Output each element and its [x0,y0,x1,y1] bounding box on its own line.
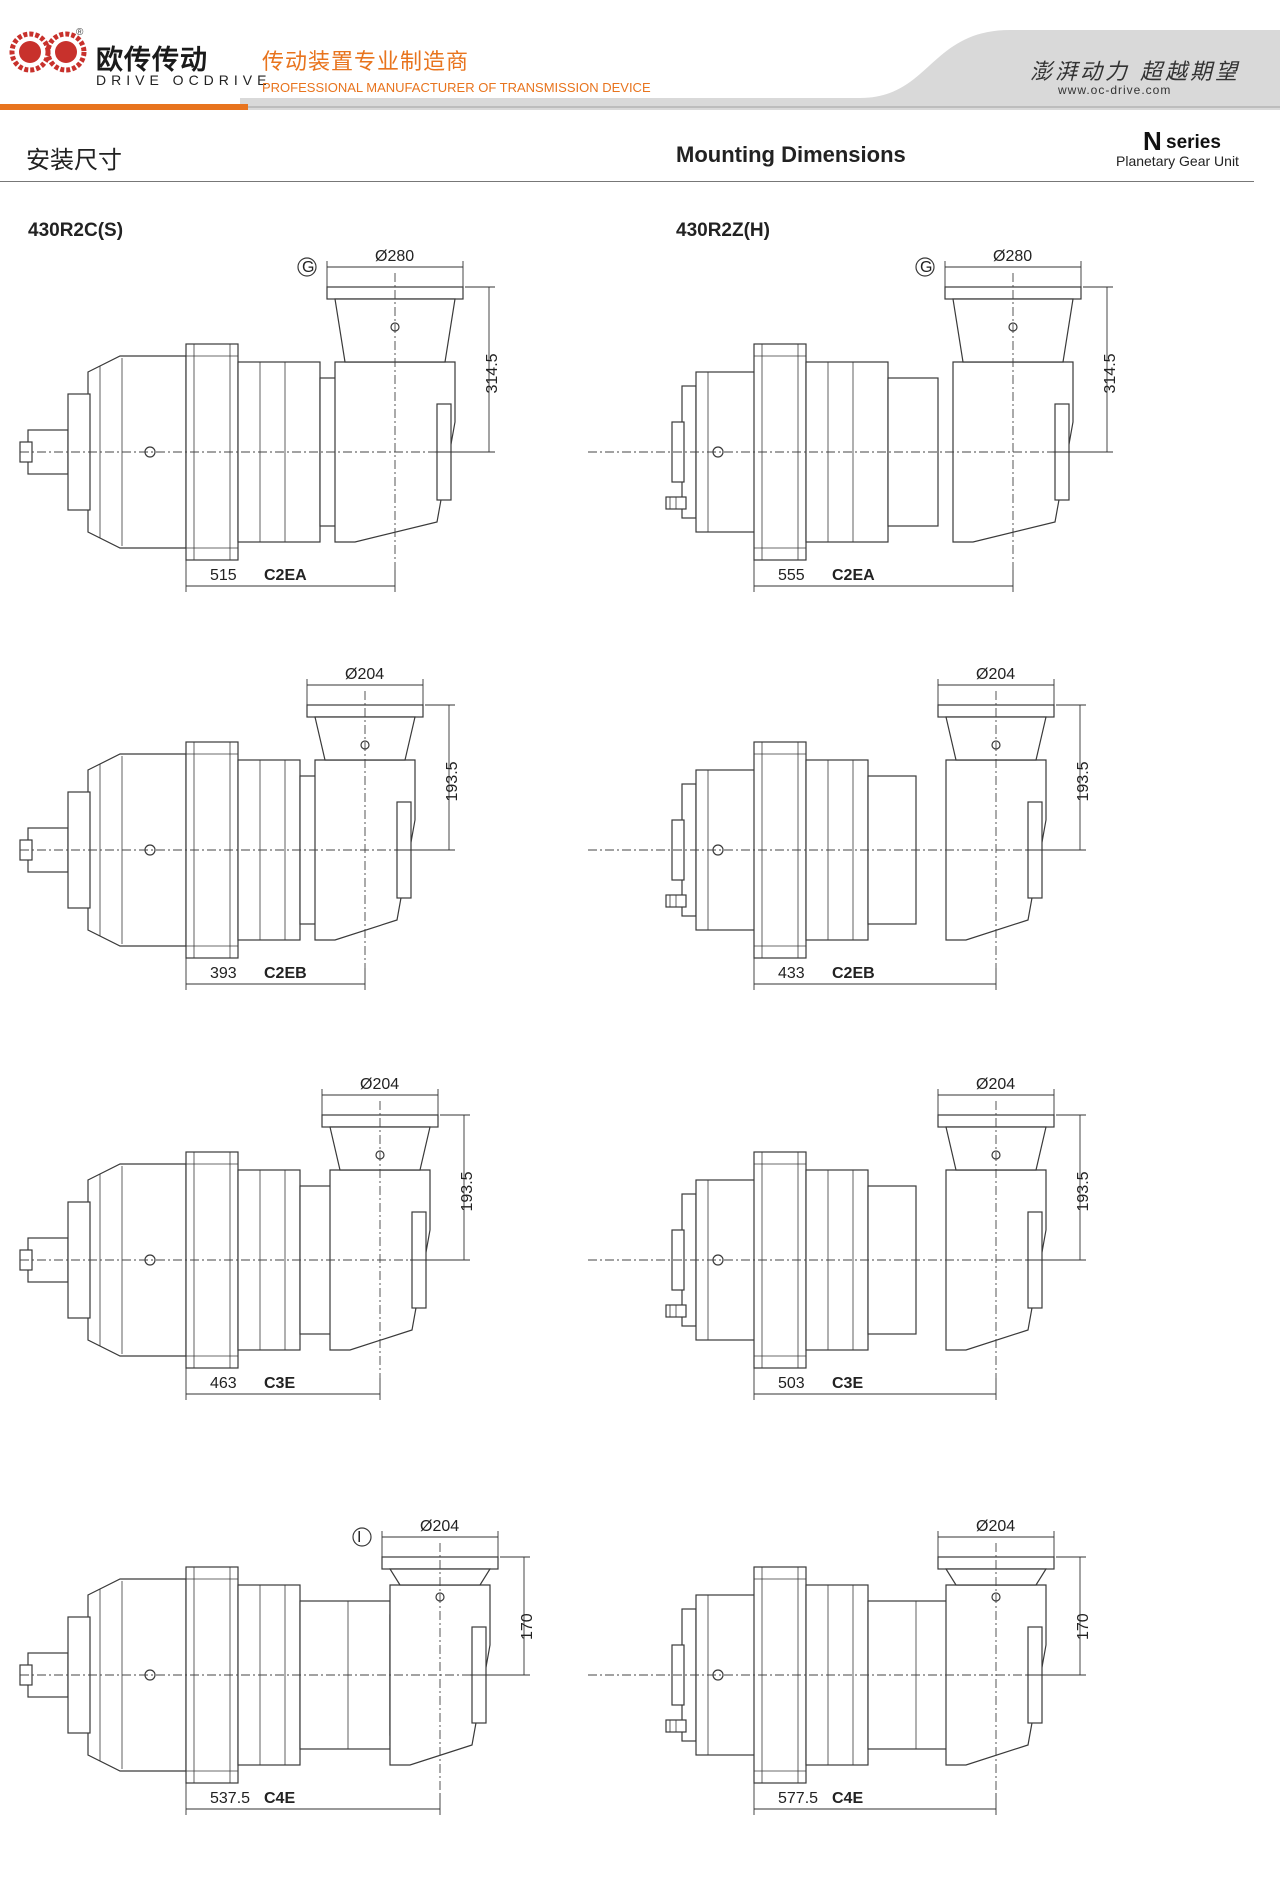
dimension-diameter: Ø204 [976,1076,1015,1093]
dimension-length: 393 [210,965,237,982]
drawing-c2eb-right: Ø204 193.5 433 C2EB [588,666,1092,990]
series-word: series [1166,132,1221,153]
dimension-height: 193.5 [1075,761,1092,801]
dimension-length: 503 [778,1375,805,1392]
page-header: ® 欧传传动 DRIVE OCDRIVE 传动装置专业制造商 PROFESSIO… [0,0,1280,110]
variant-code: C3E [832,1375,863,1392]
dimension-height: 170 [519,1613,536,1640]
tagline-en: PROFESSIONAL MANUFACTURER OF TRANSMISSIO… [262,80,651,95]
input-housing [87,1163,187,1357]
section-title-cn: 安装尺寸 [26,146,122,174]
tagline-cn: 传动装置专业制造商 [262,50,470,75]
dimension-height: 193.5 [444,761,461,801]
variant-code: C4E [264,1790,295,1807]
dimension-length: 577.5 [778,1790,818,1807]
input-housing [87,753,187,947]
model-label-right: 430R2Z(H) [676,220,770,241]
variant-code: C2EB [832,965,875,982]
datum-marker-label: G [302,259,314,276]
datum-marker [352,1527,372,1547]
stage-body [867,775,917,925]
registered-mark: ® [76,27,84,38]
oc-drive-logo [9,31,87,73]
datum-marker [297,257,317,277]
variant-code: C4E [832,1790,863,1807]
section-divider [0,181,1254,182]
input-housing [87,355,187,549]
drawing-c3e-left: Ø204 193.5 463 C3E [19,1076,476,1400]
dimension-length: 433 [778,965,805,982]
series-letter: N [1143,126,1162,156]
dimension-diameter: Ø204 [345,666,384,683]
variant-code: C2EB [264,965,307,982]
dimension-length: 515 [210,567,237,584]
dimension-diameter: Ø280 [993,248,1032,265]
section-title-en: Mounting Dimensions [676,142,906,167]
variant-code: C2EA [832,567,875,584]
dimension-height: 193.5 [1075,1171,1092,1211]
model-label-left: 430R2C(S) [28,220,124,241]
website-link[interactable]: www.oc-drive.com [1058,83,1172,97]
input-housing [87,1578,187,1772]
dimension-diameter: Ø204 [976,666,1015,683]
dimension-diameter: Ø280 [375,248,414,265]
dimension-height: 314.5 [484,353,501,393]
header-band [0,30,1280,110]
dimension-height: 314.5 [1102,353,1119,393]
dimension-length: 555 [778,567,805,584]
drawing-c2eb-left: Ø204 193.5 393 C2EB [19,666,461,990]
variant-code: C3E [264,1375,295,1392]
brand-name-cn: 欧传传动 [96,45,208,76]
stage-body [867,1185,917,1335]
brand-name-en: DRIVE OCDRIVE [96,72,272,88]
series-subtitle: Planetary Gear Unit [1116,153,1239,169]
datum-marker [915,257,935,277]
datum-marker-label: I [357,1529,361,1546]
variant-code: C2EA [264,567,307,584]
drawing-c3e-right: Ø204 193.5 503 C3E [588,1076,1092,1400]
dimension-height: 170 [1075,1613,1092,1640]
dimension-height: 193.5 [459,1171,476,1211]
dimension-diameter: Ø204 [976,1518,1015,1535]
datum-marker-label: G [920,259,932,276]
drawing-c4e-right: Ø204 170 577.5 C4E [588,1518,1092,1815]
dimension-diameter: Ø204 [420,1518,459,1535]
slogan-cn: 澎湃动力 超越期望 [1030,60,1240,85]
dimension-length: 463 [210,1375,237,1392]
dimension-diameter: Ø204 [360,1076,399,1093]
dimension-length: 537.5 [210,1790,250,1807]
